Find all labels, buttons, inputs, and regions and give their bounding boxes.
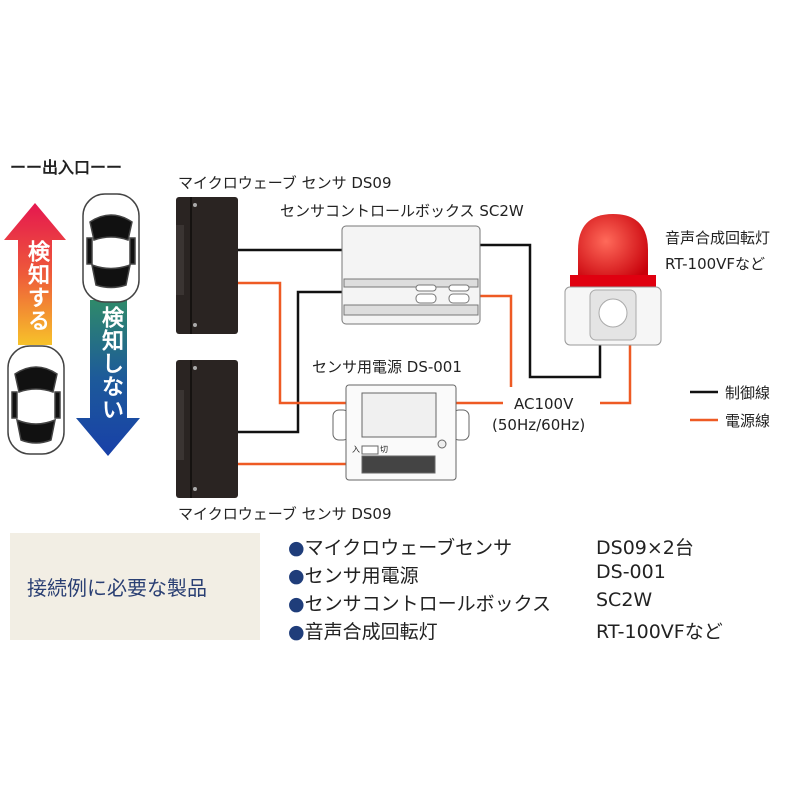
entrance-title: ーー出入口ーー: [10, 158, 123, 177]
detect-arrow: [4, 203, 66, 345]
lamp-label: 音声合成回転灯: [665, 229, 771, 247]
control-box-label: センサコントロールボックス SC2W: [280, 202, 524, 220]
no-detect-label: 検知しない: [98, 306, 123, 421]
sensor-bottom-label: マイクロウェーブ センサ DS09: [178, 505, 392, 523]
legend-control-label: 制御線: [725, 384, 771, 402]
switch-on-label: 入: [352, 445, 360, 454]
detect-label: 検知する: [24, 240, 49, 332]
legend-power-label: 電源線: [725, 412, 771, 430]
bullet-icon: ●: [288, 537, 305, 559]
ac-frequency: (50Hz/60Hz): [492, 416, 586, 434]
product-item: ●マイクロウェーブセンサ: [288, 533, 512, 560]
product-name: マイクロウェーブセンサ: [304, 537, 513, 559]
lamp-model: RT-100VFなど: [665, 255, 766, 273]
product-item: ●センサ用電源: [288, 561, 419, 588]
no-detect-arrow: [76, 300, 140, 456]
bullet-icon: ●: [288, 621, 305, 643]
control-wires: [238, 243, 602, 434]
product-model: DS09×2台: [596, 537, 694, 559]
product-model: RT-100VFなど: [596, 621, 723, 643]
switch-off-label: 切: [380, 445, 388, 454]
product-item: ●音声合成回転灯: [288, 617, 438, 644]
power-wires: [238, 281, 632, 466]
bullet-icon: ●: [288, 565, 305, 587]
ac-label: AC100V: [514, 395, 574, 413]
car-bottom-icon: [7, 345, 65, 455]
product-item: ●センサコントロールボックス: [288, 589, 551, 616]
products-panel: [10, 533, 260, 640]
sensor-top-icon: [176, 197, 238, 334]
control-box-icon: [341, 225, 481, 325]
product-model: SC2W: [596, 589, 653, 611]
power-supply-label: センサ用電源 DS-001: [312, 358, 462, 376]
sensor-bottom-icon: [176, 360, 238, 498]
bullet-icon: ●: [288, 593, 305, 615]
product-model: DS-001: [596, 561, 666, 583]
sensor-top-label: マイクロウェーブ センサ DS09: [178, 174, 392, 192]
car-top-icon: [82, 193, 140, 303]
products-title: 接続例に必要な製品: [27, 576, 207, 600]
product-name: センサコントロールボックス: [304, 593, 552, 615]
power-supply-icon: [332, 384, 470, 481]
product-name: センサ用電源: [304, 565, 419, 587]
rotating-lamp-icon: [564, 214, 662, 346]
product-name: 音声合成回転灯: [304, 621, 438, 643]
